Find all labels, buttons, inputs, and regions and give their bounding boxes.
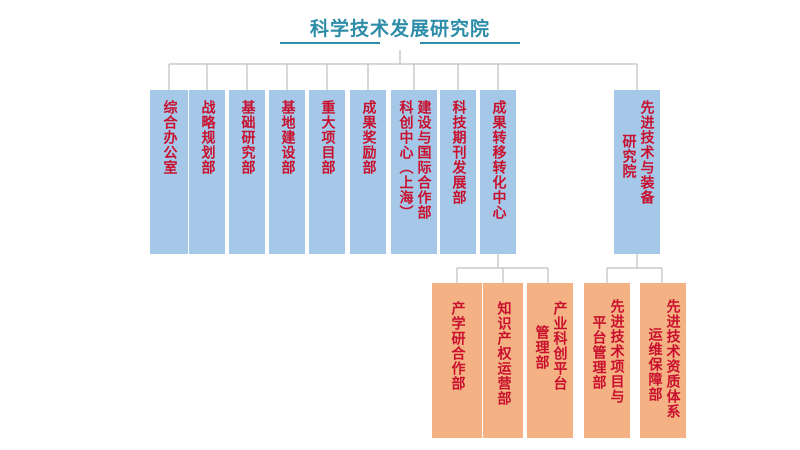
unit-advanced-tech-institute: 先进技术与装备 研究院	[614, 90, 660, 254]
unit-label: 基地建设部	[279, 100, 296, 175]
unit-label: 战略规划部	[199, 100, 216, 175]
unit-strategy-planning: 战略规划部	[189, 90, 225, 254]
unit-label-line1: 先进技术与装备	[638, 100, 655, 205]
unit-achievement-awards: 成果奖励部	[350, 90, 386, 254]
unit-ip-operations: 知识产权运营部	[483, 283, 523, 438]
unit-basic-research: 基础研究部	[229, 90, 265, 254]
unit-label-line1: 产业科创平台	[551, 301, 568, 391]
title-underline-left	[280, 42, 380, 44]
unit-label-line2: 管理部	[533, 325, 550, 370]
unit-label-line1: 先进技术项目与	[608, 299, 625, 404]
unit-industry-platform: 产业科创平台 管理部	[527, 283, 573, 438]
unit-label-line2: 运维保障部	[646, 327, 663, 402]
unit-label: 知识产权运营部	[495, 301, 512, 406]
chart-title: 科学技术发展研究院	[309, 18, 490, 40]
unit-sci-tech-journals: 科技期刊发展部	[440, 90, 476, 254]
unit-label: 科技期刊发展部	[450, 100, 467, 205]
title-underline-right	[420, 42, 520, 44]
unit-base-construction: 基地建设部	[269, 90, 305, 254]
unit-general-office: 综合办公室	[150, 90, 188, 254]
unit-major-projects: 重大项目部	[309, 90, 345, 254]
unit-label-line1: 建设与国际合作部	[415, 100, 432, 220]
unit-label-line2: 平台管理部	[590, 315, 607, 390]
unit-label: 成果奖励部	[360, 100, 377, 175]
unit-advanced-project-platform: 先进技术项目与 平台管理部	[584, 283, 630, 438]
unit-label-line1: 先进技术资质体系	[664, 299, 681, 419]
unit-label: 基础研究部	[239, 100, 256, 175]
unit-label-line2: 科创中心（上海）	[397, 100, 414, 220]
unit-label: 成果转移转化中心	[490, 100, 507, 220]
unit-label-line2: 研究院	[620, 134, 637, 179]
unit-label: 重大项目部	[319, 100, 336, 175]
unit-advanced-qualification: 先进技术资质体系 运维保障部	[640, 283, 686, 438]
unit-tech-transfer-center: 成果转移转化中心	[480, 90, 516, 254]
unit-label: 综合办公室	[161, 100, 178, 175]
unit-label: 产学研合作部	[449, 301, 466, 391]
unit-industry-academia: 产学研合作部	[432, 283, 482, 438]
unit-construction-international: 建设与国际合作部 科创中心（上海）	[391, 90, 437, 254]
